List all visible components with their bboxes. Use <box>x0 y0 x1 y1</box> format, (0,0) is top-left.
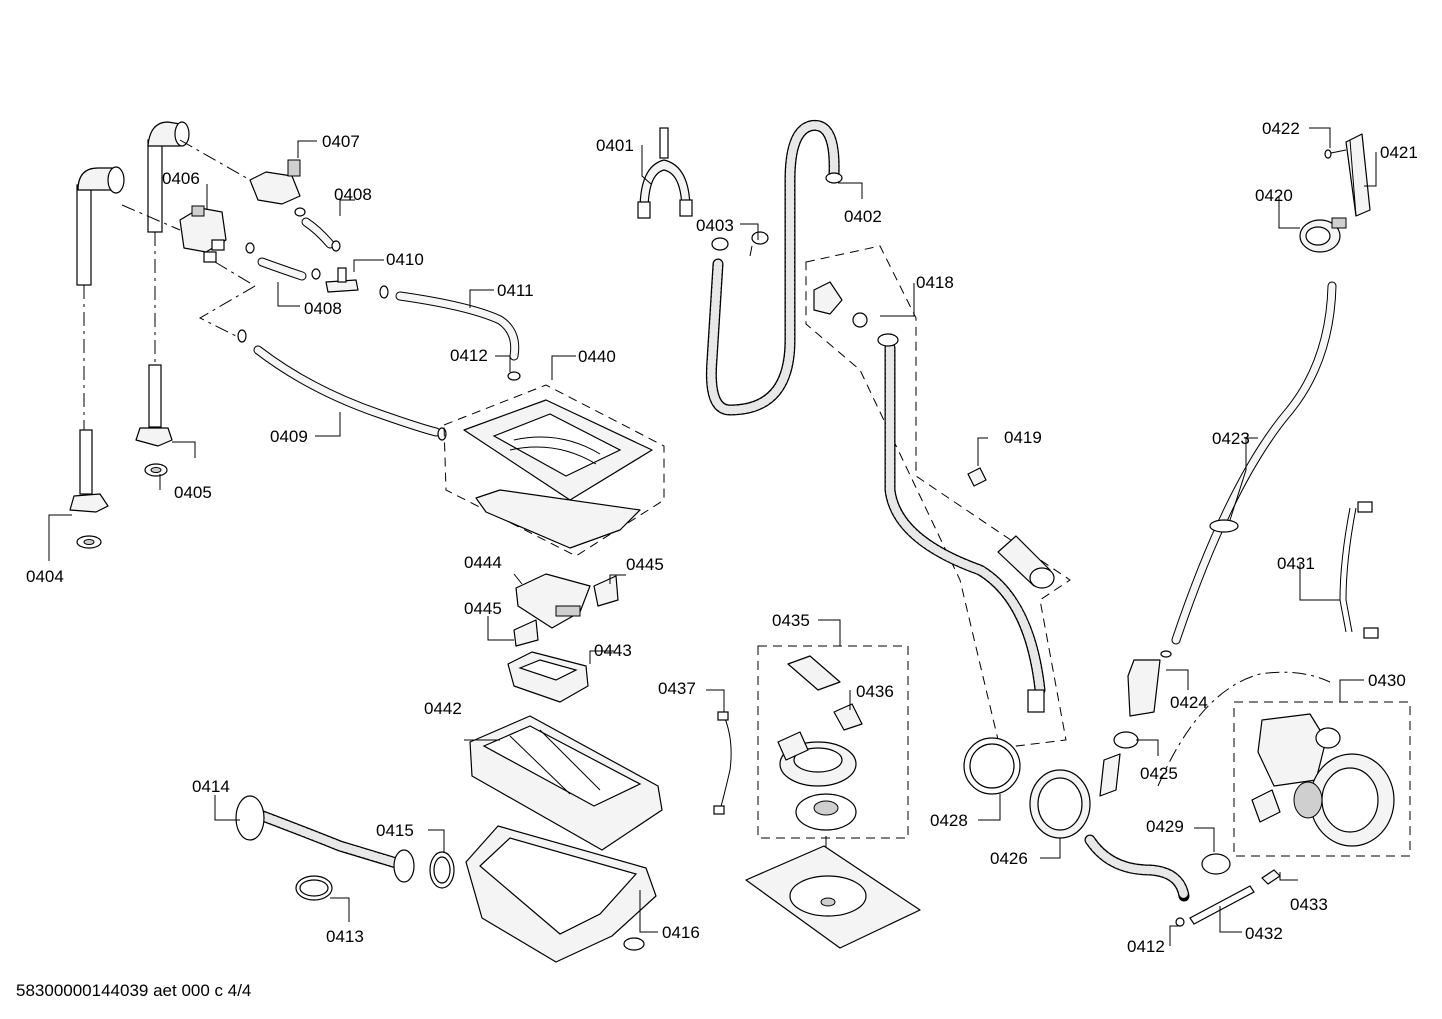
hose-0409 <box>237 329 447 441</box>
part-label-0412-upper: 0412 <box>450 346 488 365</box>
part-label-0433: 0433 <box>1290 895 1328 914</box>
base-plate <box>745 845 921 949</box>
part-label-0412-lower: 0412 <box>1127 937 1165 956</box>
t-connector-0410 <box>325 267 389 299</box>
drain-hose-assembly-0418 <box>805 245 1071 749</box>
part-label-0443: 0443 <box>594 641 632 660</box>
part-label-0404: 0404 <box>26 567 64 586</box>
part-label-0409: 0409 <box>270 427 308 446</box>
pressure-hose-0423 <box>1171 281 1337 645</box>
insulation-tube <box>997 535 1055 589</box>
pressure-switch-0420 <box>1299 217 1347 253</box>
part-label-0435: 0435 <box>772 611 810 630</box>
cup-0443 <box>507 651 589 703</box>
bracket-0421 <box>1345 133 1371 217</box>
sump-hose-0414 <box>235 795 415 883</box>
assembly-centerline-0430 <box>1157 671 1331 787</box>
part-label-0425: 0425 <box>1140 764 1178 783</box>
part-label-0426: 0426 <box>990 849 1028 868</box>
clamp-0429 <box>1201 853 1231 875</box>
part-label-0410: 0410 <box>386 250 424 269</box>
part-label-0437: 0437 <box>658 679 696 698</box>
wiring-harness-0431 <box>1339 501 1379 639</box>
part-label-0423: 0423 <box>1212 429 1250 448</box>
clip-0445-left <box>513 619 539 647</box>
part-label-0432: 0432 <box>1245 924 1283 943</box>
part-label-0407: 0407 <box>322 132 360 151</box>
clamp-0403 <box>749 231 769 257</box>
part-label-0414: 0414 <box>192 777 230 796</box>
leader-lines <box>48 127 1377 946</box>
inlet-hose-connector-right <box>135 121 190 477</box>
part-label-0428: 0428 <box>930 811 968 830</box>
part-label-0405: 0405 <box>174 483 212 502</box>
part-label-0402: 0402 <box>844 207 882 226</box>
part-label-0411: 0411 <box>497 281 534 300</box>
screw-0433 <box>1261 869 1281 885</box>
part-label-0408-lower: 0408 <box>304 299 342 318</box>
drawer-0442 <box>469 715 663 851</box>
document-id: 58300000144039 aet 000 c 4/4 <box>16 981 251 1000</box>
screw-0422 <box>1324 149 1347 159</box>
part-label-0431: 0431 <box>1277 554 1315 573</box>
drain-bellows-0426 <box>1029 753 1190 902</box>
clamp-0415 <box>429 851 455 889</box>
part-label-0403: 0403 <box>696 216 734 235</box>
part-label-0421: 0421 <box>1380 143 1418 162</box>
hose-0408-upper <box>301 217 341 252</box>
siphon-insert-0444 <box>515 573 591 629</box>
part-label-0401: 0401 <box>596 136 634 155</box>
clamp-0413 <box>295 875 333 901</box>
part-label-0416: 0416 <box>662 923 700 942</box>
hose-0411 <box>395 291 521 381</box>
part-label-0440: 0440 <box>578 347 616 366</box>
hose-0408-lower <box>245 242 321 281</box>
dispenser-top-assembly <box>443 384 665 557</box>
clamp-0425 <box>1113 731 1139 749</box>
inlet-valve-single <box>179 139 306 217</box>
inlet-valve-double <box>121 204 256 339</box>
ring-0428 <box>963 737 1021 795</box>
part-label-0415: 0415 <box>376 821 414 840</box>
part-label-0406: 0406 <box>162 169 200 188</box>
part-label-0420: 0420 <box>1255 186 1293 205</box>
clip-0445-right <box>593 575 619 607</box>
vent-hose-0402 <box>705 119 843 416</box>
part-label-0422: 0422 <box>1262 119 1300 138</box>
clip-0419 <box>967 467 987 487</box>
part-label-0445-right: 0445 <box>626 555 664 574</box>
part-label-0419: 0419 <box>1004 428 1042 447</box>
part-label-0418: 0418 <box>916 273 954 292</box>
air-trap-0424 <box>1127 650 1172 717</box>
hose-holder-0401 <box>637 127 693 219</box>
drawer-housing-0416 <box>465 825 657 963</box>
drain-pump-0430 <box>1233 701 1411 857</box>
part-label-0430: 0430 <box>1368 671 1406 690</box>
heating-assembly-0435 <box>757 645 909 890</box>
wire-0437 <box>713 711 732 815</box>
part-label-0413: 0413 <box>326 927 364 946</box>
inlet-hose-connector-left <box>69 166 125 549</box>
part-label-0436: 0436 <box>856 682 894 701</box>
part-label-0408-upper: 0408 <box>334 185 372 204</box>
part-label-0445-left: 0445 <box>464 599 502 618</box>
part-labels: 0401 0402 0403 0404 0405 0406 0407 0408 … <box>26 119 1418 956</box>
part-label-0429: 0429 <box>1146 817 1184 836</box>
part-label-0442: 0442 <box>424 699 462 718</box>
part-label-0424: 0424 <box>1170 693 1208 712</box>
part-label-0444: 0444 <box>464 553 502 572</box>
